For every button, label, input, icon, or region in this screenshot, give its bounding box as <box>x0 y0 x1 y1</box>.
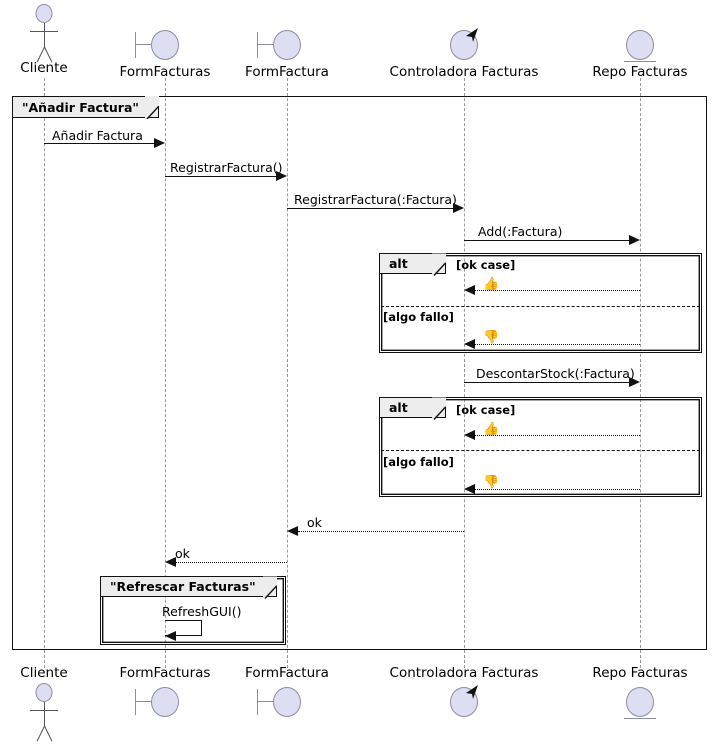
message-label-ok-1: ok <box>307 515 322 530</box>
arrowhead-ok-thumbsup-2 <box>464 430 475 440</box>
participant-repo-top[interactable]: Repo Facturas <box>578 24 702 80</box>
message-line-anadir-factura <box>44 143 154 144</box>
message-label-refreshgui: RefreshGUI() <box>162 604 242 619</box>
control-arrow-icon <box>466 28 478 42</box>
fragment-alt-2: alt <box>379 397 702 497</box>
message-label-ok-thumbsup-2: 👍 <box>483 422 500 437</box>
actor-stick-figure-icon <box>0 2 88 63</box>
fragment-alt-2-tab: alt <box>380 397 446 420</box>
fragment-tab-clip-icon <box>432 253 446 276</box>
fragment-tab-clip-icon <box>145 96 159 119</box>
entity-icon <box>578 24 702 64</box>
message-line-ok-1 <box>298 531 464 532</box>
lifeline-cliente <box>44 78 45 668</box>
message-label-fail-thumbsdown-1: 👎 <box>483 330 500 345</box>
lifeline-repo <box>640 78 641 668</box>
participant-label-cliente-bottom: Cliente <box>20 665 68 681</box>
message-label-registrarfactura: RegistrarFactura() <box>170 160 283 175</box>
boundary-icon <box>225 681 349 721</box>
message-label-ok-thumbsup-1: 👍 <box>483 277 500 292</box>
message-line-registrarfactura <box>165 176 276 177</box>
actor-stick-figure-icon <box>0 681 88 742</box>
fragment-alt-1-guard-ok: [ok case] <box>456 258 516 272</box>
arrowhead-fail-thumbsdown-1 <box>464 339 475 349</box>
message-label-anadir-factura: Añadir Factura <box>52 128 143 143</box>
participant-label-controladora-bottom: Controladora Facturas <box>389 665 539 681</box>
fragment-refrescar-facturas-label: "Refrescar Facturas" <box>110 579 256 594</box>
fragment-alt-1: alt <box>379 253 702 353</box>
participant-controladora-top[interactable]: Controladora Facturas <box>376 24 552 80</box>
participant-label-formfactura: FormFactura <box>245 64 329 80</box>
arrowhead-ok-1 <box>287 526 298 536</box>
arrowhead-refreshgui <box>165 631 176 641</box>
fragment-alt-1-tab: alt <box>380 253 446 276</box>
fragment-tab-clip-icon <box>432 397 446 420</box>
participant-label-repo-bottom: Repo Facturas <box>592 665 688 681</box>
fragment-refrescar-facturas: "Refrescar Facturas" <box>100 576 286 645</box>
participant-formfactura-bottom[interactable]: FormFactura <box>225 665 349 721</box>
lifeline-formfacturas <box>165 78 166 668</box>
arrowhead-registrarfactura-factura <box>453 203 464 213</box>
entity-icon <box>578 681 702 721</box>
message-line-fail-thumbsdown-2 <box>475 489 640 490</box>
message-label-descontarstock: DescontarStock(:Factura) <box>476 366 635 381</box>
participant-label-repo: Repo Facturas <box>592 64 688 80</box>
participant-cliente-top[interactable]: Cliente <box>0 2 88 76</box>
fragment-alt-1-label: alt <box>389 256 408 271</box>
participant-repo-bottom[interactable]: Repo Facturas <box>578 665 702 721</box>
fragment-alt-2-guard-fallo: [algo fallo] <box>383 455 454 469</box>
arrowhead-descontarstock <box>629 377 640 387</box>
boundary-icon <box>103 681 227 721</box>
fragment-anadir-factura-label: "Añadir Factura" <box>22 99 139 115</box>
fragment-refrescar-facturas-tab: "Refrescar Facturas" <box>101 576 277 599</box>
arrowhead-ok-thumbsup-1 <box>464 285 475 295</box>
fragment-alt-2-guard-ok: [ok case] <box>456 403 516 417</box>
fragment-tab-clip-icon <box>263 576 277 599</box>
participant-label-formfacturas-bottom: FormFacturas <box>119 665 211 681</box>
message-line-fail-thumbsdown-1 <box>475 344 640 345</box>
arrowhead-anadir-factura <box>154 138 165 148</box>
control-icon <box>376 681 552 721</box>
arrowhead-ok-2 <box>165 557 176 567</box>
message-line-ok-thumbsup-1 <box>475 290 640 291</box>
message-line-registrarfactura-factura <box>287 208 453 209</box>
participant-cliente-bottom[interactable]: Cliente <box>0 665 88 742</box>
message-line-descontarstock <box>464 382 629 383</box>
control-icon <box>376 24 552 64</box>
message-line-ok-2 <box>176 562 287 563</box>
fragment-anadir-factura: "Añadir Factura" <box>12 96 707 650</box>
arrowhead-registrarfactura <box>276 171 287 181</box>
boundary-icon <box>225 24 349 64</box>
participant-formfacturas-top[interactable]: FormFacturas <box>103 24 227 80</box>
participant-label-cliente: Cliente <box>20 60 68 76</box>
fragment-alt-2-divider <box>381 450 700 451</box>
participant-label-controladora: Controladora Facturas <box>389 64 539 80</box>
boundary-icon <box>103 24 227 64</box>
control-arrow-icon <box>466 685 478 699</box>
fragment-alt-1-guard-fallo: [algo fallo] <box>383 310 454 324</box>
participant-formfactura-top[interactable]: FormFactura <box>225 24 349 80</box>
participant-controladora-bottom[interactable]: Controladora Facturas <box>376 665 552 721</box>
message-line-ok-thumbsup-2 <box>475 435 640 436</box>
arrowhead-add-factura <box>629 235 640 245</box>
fragment-alt-2-label: alt <box>389 400 408 415</box>
fragment-alt-1-divider <box>381 306 700 307</box>
participant-label-formfacturas: FormFacturas <box>119 64 211 80</box>
lifeline-formfactura <box>287 78 288 668</box>
message-label-registrarfactura-factura: RegistrarFactura(:Factura) <box>294 192 457 207</box>
lifeline-controladora <box>464 78 465 668</box>
message-label-add-factura: Add(:Factura) <box>478 224 563 239</box>
message-selfcall-refreshgui <box>165 620 202 636</box>
message-label-ok-2: ok <box>175 546 190 561</box>
participant-formfacturas-bottom[interactable]: FormFacturas <box>103 665 227 721</box>
arrowhead-fail-thumbsdown-2 <box>464 484 475 494</box>
message-label-fail-thumbsdown-2: 👎 <box>483 475 500 490</box>
fragment-anadir-factura-tab: "Añadir Factura" <box>13 96 159 119</box>
participant-label-formfactura-bottom: FormFactura <box>245 665 329 681</box>
message-line-add-factura <box>464 240 629 241</box>
